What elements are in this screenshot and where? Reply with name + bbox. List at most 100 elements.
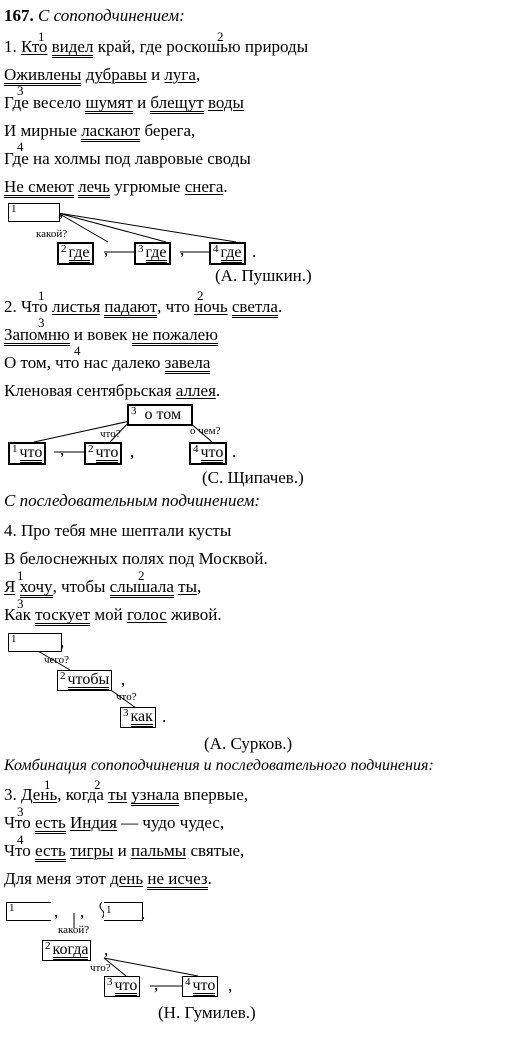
clause-box-main-right <box>104 902 143 921</box>
clause-number: 1 <box>38 288 45 303</box>
clause-number: 2 <box>138 568 145 583</box>
subject: пальмы <box>131 841 187 860</box>
predicate: хочу <box>19 577 53 598</box>
exercise-number: 167. <box>4 6 34 25</box>
clause-number: 3 <box>38 315 45 330</box>
subject: аллея <box>175 381 216 400</box>
predicate: есть <box>35 841 66 862</box>
predicate: ласкают <box>81 121 141 142</box>
poem-line: 2. Что листья падают, что ночь светла. <box>4 297 283 318</box>
poem-line: Я хочу, чтобы слышала ты, <box>4 577 202 598</box>
poem-line: Запомню и вовек не пожалею <box>4 325 218 346</box>
poem-line: И мирные ласкают берега, <box>4 121 196 142</box>
predicate: светла <box>231 297 278 318</box>
subject: луга <box>164 65 196 84</box>
predicate: тоскует <box>35 605 91 626</box>
predicate: завела <box>164 353 211 374</box>
predicate: Запомню <box>4 325 70 346</box>
question-label: что? <box>116 691 137 703</box>
question-label: чего? <box>44 654 70 666</box>
subject: дубравы <box>85 65 147 84</box>
clause-number: 1 <box>106 904 112 916</box>
clause-number: 4 <box>17 832 24 847</box>
question-label: какой? <box>58 924 90 936</box>
predicate: есть <box>35 813 66 834</box>
subject: День <box>21 785 58 804</box>
poem-line: 4. Про тебя мне шептали кусты <box>4 521 232 540</box>
section-title: Комбинация сопоподчинения и последовател… <box>4 757 434 774</box>
predicate: блещут <box>150 93 204 114</box>
clause-number: 3 <box>17 596 24 611</box>
poem-line: 3. День, когда ты узнала впервые, <box>4 785 248 806</box>
subject: Кто <box>21 37 48 56</box>
clause-number: 1 <box>17 568 24 583</box>
subject: Индия <box>69 813 117 832</box>
clause-number: 4 <box>17 139 24 154</box>
clause-number: 2 <box>94 777 101 792</box>
poem-line: Как тоскует мой голос живой. <box>4 605 222 626</box>
predicate: слышала <box>109 577 174 598</box>
author: (А. Сурков.) <box>204 734 293 753</box>
predicate: лечь <box>78 177 110 198</box>
predicate: Не смеют <box>4 177 74 198</box>
poem-line: В белоснежных полях под Москвой. <box>4 549 268 568</box>
poem-line: Для меня этот день не исчез. <box>4 869 212 890</box>
predicate: шумят <box>85 93 133 114</box>
subject: ты <box>108 785 128 804</box>
subject: голос <box>126 605 167 624</box>
predicate: не исчез <box>147 869 208 890</box>
clause-number: 4 <box>74 343 81 358</box>
predicate: не пожалею <box>131 325 218 346</box>
section-title: С сопоподчинением: <box>38 6 185 25</box>
poem-line: Где весело шумят и блещут воды <box>4 93 244 114</box>
clause-number: 2 <box>197 288 204 303</box>
section-title: С последовательным подчинением: <box>4 491 261 510</box>
question-label: о чем? <box>190 425 221 437</box>
clause-box-main-left: 1 <box>6 902 51 921</box>
clause-number: 1 <box>38 29 45 44</box>
clause-number: 3 <box>17 83 24 98</box>
subject: воды <box>207 93 244 112</box>
subject: ночь <box>194 297 228 316</box>
author: (А. Пушкин.) <box>215 266 312 285</box>
predicate: видел <box>51 37 94 58</box>
subject: день <box>110 869 144 888</box>
poem-line: Не смеют лечь угрюмые снега. <box>4 177 228 198</box>
poem-line: Что есть тигры и пальмы святые, <box>4 841 245 862</box>
subject: ты <box>178 577 198 596</box>
author: (С. Щипачев.) <box>202 468 304 487</box>
poem-line: О том, что нас далеко завела <box>4 353 211 374</box>
predicate: Оживлены <box>4 65 82 86</box>
poem-line: 1. Кто видел край, где роскошью природы <box>4 37 309 58</box>
poem-line: Оживлены дубравы и луга, <box>4 65 201 86</box>
clause-number: 3 <box>17 804 24 819</box>
poem-line: Что есть Индия — чудо чудес, <box>4 813 225 834</box>
predicate: падают <box>104 297 158 318</box>
clause-box-main: 1 <box>8 203 60 222</box>
author: (Н. Гумилев.) <box>158 1003 256 1022</box>
predicate: узнала <box>131 785 180 806</box>
clause-number: 2 <box>217 29 224 44</box>
subject: Я <box>4 577 16 596</box>
subject: тигры <box>69 841 114 860</box>
poem-line: Где на холмы под лавровые своды <box>4 149 251 168</box>
question-label: что? <box>90 962 111 974</box>
subject: листья <box>52 297 101 316</box>
question-label: что? <box>100 428 121 440</box>
subject: снега <box>184 177 224 196</box>
poem-line: Кленовая сентябрьская аллея. <box>4 381 221 400</box>
question-label: какой? <box>36 228 68 240</box>
clause-box-main: 1 <box>8 633 62 652</box>
